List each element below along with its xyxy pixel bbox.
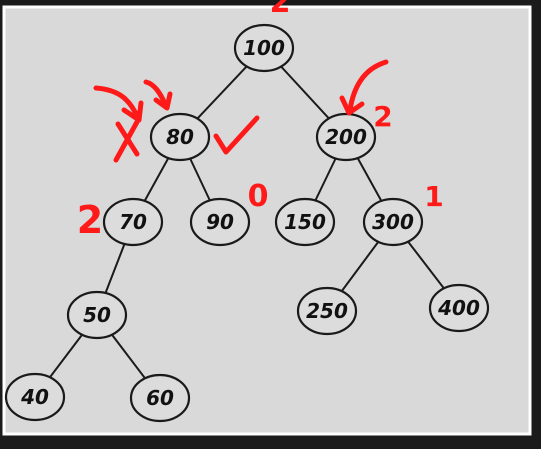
diagram-panel bbox=[2, 5, 532, 436]
annotation-balance-90: 0 bbox=[248, 179, 269, 214]
node-label: 150 bbox=[284, 210, 326, 234]
tree-node-150: 150 bbox=[274, 197, 336, 247]
node-circle bbox=[428, 283, 490, 333]
tree-node-300: 300 bbox=[362, 197, 424, 247]
node-circle bbox=[315, 112, 377, 162]
node-circle bbox=[149, 112, 211, 162]
node-label: 50 bbox=[83, 303, 111, 327]
arrow-to-80-left bbox=[93, 85, 141, 121]
node-circle bbox=[4, 372, 66, 422]
node-label: 250 bbox=[306, 299, 348, 323]
tree-node-60: 60 bbox=[129, 373, 191, 423]
annotation-top-mark: 2 bbox=[270, 0, 291, 20]
tree-node-40: 40 bbox=[4, 372, 66, 422]
annotations bbox=[93, 59, 389, 163]
node-circle bbox=[129, 373, 191, 423]
tree-node-50: 50 bbox=[66, 290, 128, 340]
tree-node-100: 100 bbox=[233, 23, 295, 73]
node-circle bbox=[274, 197, 336, 247]
x-mark-stroke-2 bbox=[113, 119, 140, 163]
node-label: 400 bbox=[437, 296, 480, 320]
node-circle bbox=[189, 197, 251, 247]
node-circle bbox=[362, 197, 424, 247]
arrow-head-80-left bbox=[121, 100, 144, 123]
node-label: 300 bbox=[372, 210, 414, 234]
tree-node-200: 200 bbox=[315, 112, 377, 162]
tree-node-400: 400 bbox=[428, 283, 490, 333]
node-circle bbox=[66, 290, 128, 340]
annotation-balance-200: 2 bbox=[373, 100, 392, 133]
arrow-head-80-right bbox=[153, 91, 173, 111]
arrow-head-200 bbox=[339, 95, 365, 116]
arrow-to-80-right bbox=[143, 79, 169, 109]
node-circle bbox=[296, 286, 358, 336]
arrow-to-200 bbox=[347, 59, 389, 113]
node-label: 70 bbox=[119, 210, 147, 234]
node-label: 100 bbox=[243, 36, 285, 60]
check-mark bbox=[213, 115, 260, 155]
node-label: 80 bbox=[166, 125, 194, 149]
tree-node-70: 70 bbox=[102, 197, 164, 247]
node-label: 90 bbox=[206, 210, 234, 234]
annotation-balance-70: 2 bbox=[77, 198, 103, 242]
tree-node-80: 80 bbox=[149, 112, 211, 162]
node-circle bbox=[233, 23, 295, 73]
node-label: 60 bbox=[146, 386, 174, 410]
tree-node-250: 250 bbox=[296, 286, 358, 336]
node-label: 200 bbox=[325, 125, 367, 149]
tree-node-90: 90 bbox=[189, 197, 251, 247]
node-label: 40 bbox=[20, 385, 49, 409]
node-circle bbox=[102, 197, 164, 247]
annotation-balance-300: 1 bbox=[424, 180, 443, 213]
tree-nodes: 100 80 200 70 90 150 300 50 250 400 40 60 bbox=[4, 23, 490, 423]
